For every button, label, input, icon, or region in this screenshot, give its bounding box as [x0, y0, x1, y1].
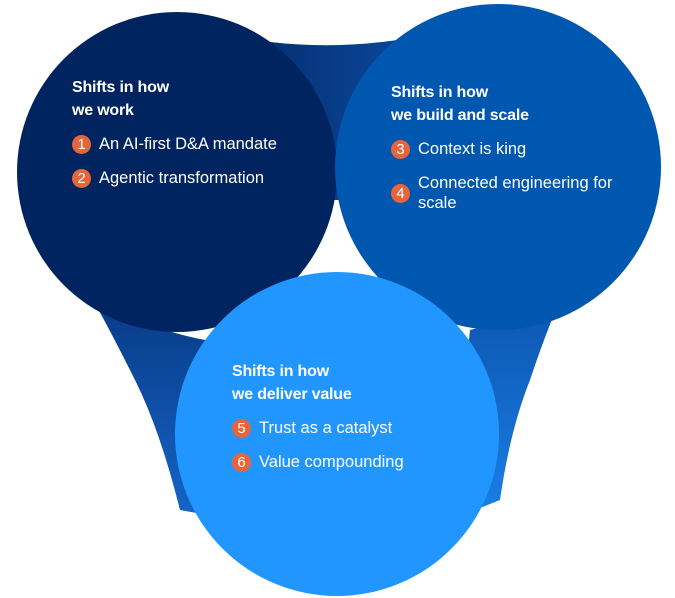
item-label: Agentic transformation [99, 169, 265, 187]
circle-build [335, 4, 661, 330]
heading-line: we build and scale [391, 107, 529, 124]
number-badge: 3 [391, 139, 410, 159]
group-build: Shifts in how we build and scale 3 Conte… [391, 81, 631, 213]
list-item: 6 Value compounding [232, 452, 472, 472]
group-heading: Shifts in how we deliver value [232, 360, 472, 406]
item-label: Context is king [418, 140, 527, 158]
list-item: 3 Context is king [391, 139, 631, 159]
item-label: Connected engineering for scale [418, 174, 613, 212]
group-work: Shifts in how we work 1 An AI-first D&A … [72, 76, 322, 188]
list-item: 2 Agentic transformation [72, 168, 322, 188]
number-badge: 2 [72, 168, 91, 188]
list-item: 4 Connected engineering for scale [391, 173, 621, 213]
number-badge: 1 [72, 134, 91, 154]
heading-line: we work [72, 102, 134, 119]
group-heading: Shifts in how we work [72, 76, 322, 122]
list-item: 5 Trust as a catalyst [232, 418, 472, 438]
group-deliver: Shifts in how we deliver value 5 Trust a… [232, 360, 472, 472]
item-label: Value compounding [259, 453, 404, 471]
number-badge: 4 [391, 183, 410, 203]
number-badge: 5 [232, 418, 251, 438]
heading-line: Shifts in how [232, 363, 329, 380]
heading-line: we deliver value [232, 386, 352, 403]
group-heading: Shifts in how we build and scale [391, 81, 631, 127]
item-label: Trust as a catalyst [259, 419, 393, 437]
list-item: 1 An AI-first D&A mandate [72, 134, 322, 154]
heading-line: Shifts in how [72, 79, 169, 96]
circle-deliver [175, 272, 499, 596]
circle-work [17, 12, 337, 332]
heading-line: Shifts in how [391, 84, 488, 101]
number-badge: 6 [232, 452, 251, 472]
item-label: An AI-first D&A mandate [99, 135, 277, 153]
